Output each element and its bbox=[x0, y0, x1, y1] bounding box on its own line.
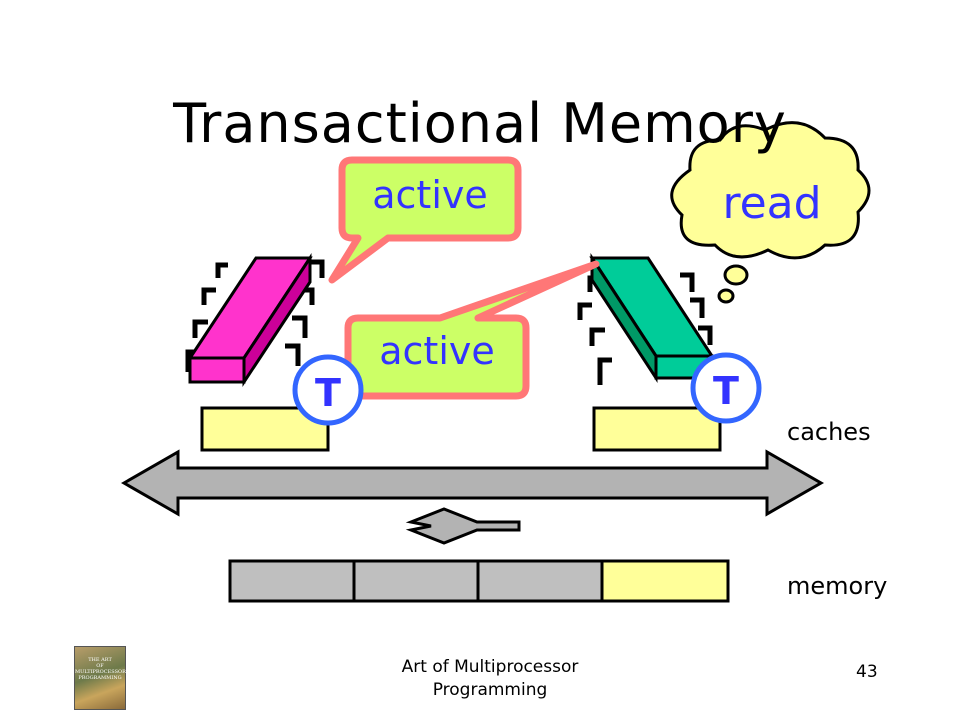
thought-cloud bbox=[670, 121, 871, 304]
memory-cell-modified bbox=[600, 559, 730, 603]
right-cache bbox=[592, 406, 722, 452]
slide-title: Transactional Memory bbox=[173, 92, 787, 155]
speech-bubble-top-label: active bbox=[372, 173, 488, 217]
speech-bubble-bottom bbox=[344, 260, 600, 400]
memory-label: memory bbox=[787, 572, 888, 600]
memory-link-arrow bbox=[405, 507, 521, 545]
memory-cell bbox=[228, 559, 356, 603]
speech-bubble-bottom-label: active bbox=[379, 329, 495, 373]
slide-footer: Art of Multiprocessor Programming bbox=[401, 657, 579, 700]
right-cpu bbox=[589, 252, 715, 384]
thought-cloud-label: read bbox=[722, 178, 821, 229]
caches-label: caches bbox=[787, 418, 871, 446]
book-cover-image: THE ART OF MULTIPROCESSOR PROGRAMMING bbox=[74, 646, 126, 710]
memory-bank bbox=[228, 559, 730, 603]
memory-cell bbox=[352, 559, 480, 603]
left-cpu bbox=[187, 253, 313, 387]
bus-arrow bbox=[120, 449, 825, 517]
book-cover-title: THE ART OF MULTIPROCESSOR PROGRAMMING bbox=[75, 657, 126, 681]
right-t-marker-ring bbox=[690, 352, 762, 424]
speech-bubble-top bbox=[328, 156, 522, 284]
left-t-marker-label: T bbox=[315, 371, 341, 415]
right-cpu-pins bbox=[577, 272, 713, 385]
left-t-marker-ring bbox=[292, 354, 364, 426]
page-number: 43 bbox=[856, 662, 878, 682]
right-t-marker-label: T bbox=[713, 369, 739, 413]
memory-cell bbox=[476, 559, 604, 603]
